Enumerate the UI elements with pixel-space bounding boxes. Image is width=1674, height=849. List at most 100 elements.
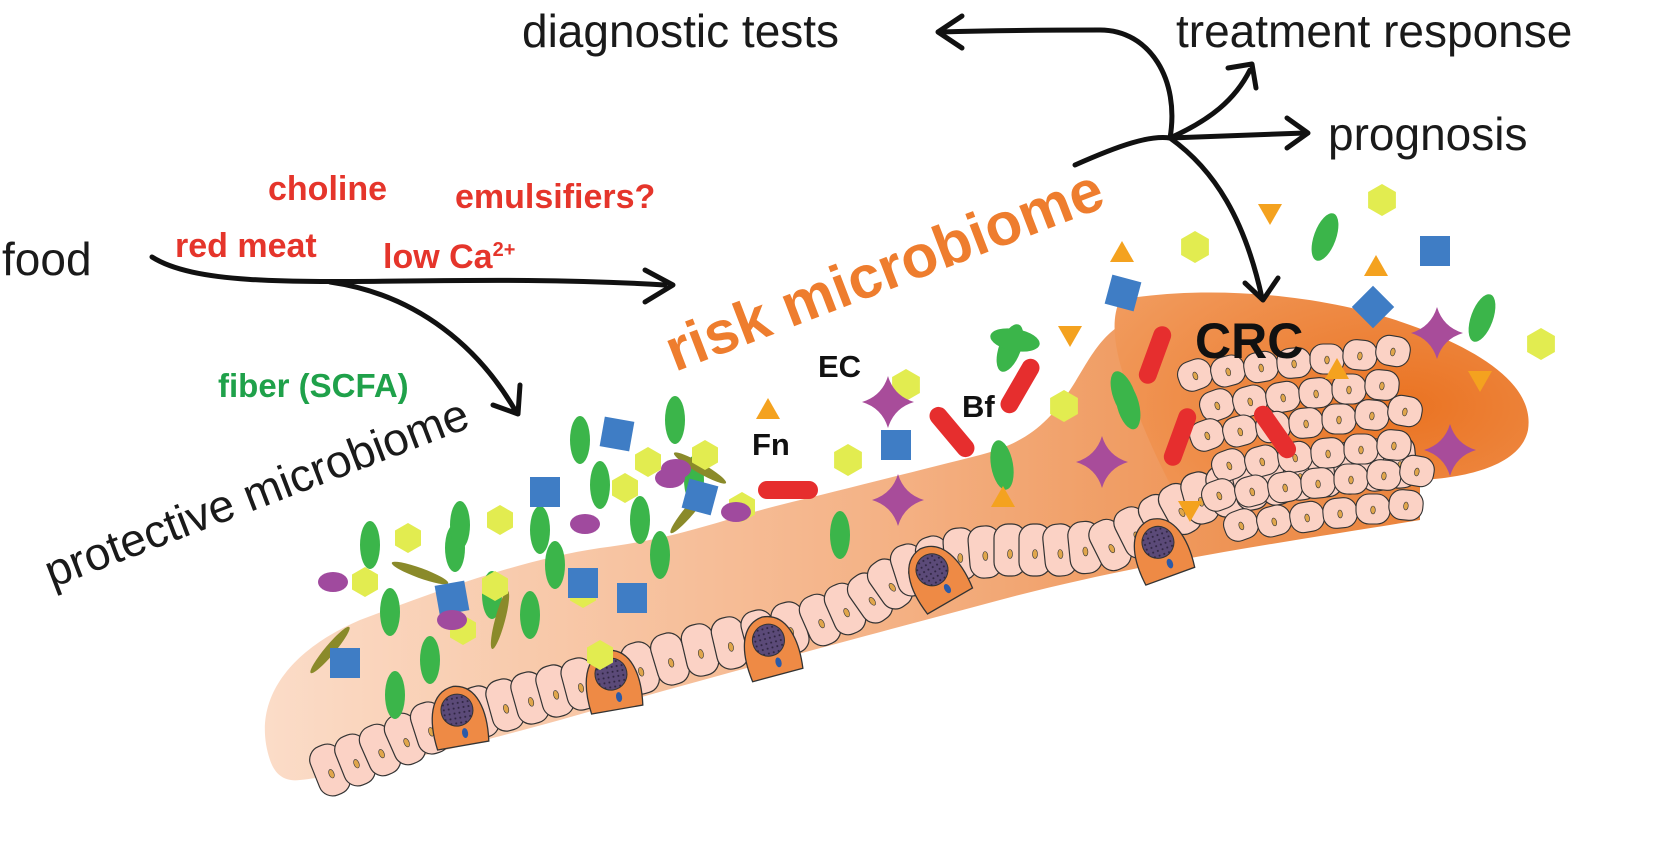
tumor-cell-nucleus (1336, 415, 1342, 425)
tumor-cell (1321, 403, 1357, 435)
tumor-cell (1288, 407, 1324, 439)
rod-bacterium (450, 501, 470, 549)
tumor-cell-nucleus (1237, 427, 1244, 437)
tumor-cell-nucleus (1282, 483, 1288, 493)
food-to-risk-arrow (149, 254, 668, 288)
ec-label: EC (818, 349, 861, 384)
triangle-metabolite (1110, 241, 1134, 262)
tumor-cell-nucleus (1258, 363, 1264, 373)
red-rod-bacterium (1253, 405, 1297, 459)
tumor-cell (1199, 388, 1235, 422)
tumor-cell-nucleus (1346, 385, 1352, 395)
red-meat-label: red meat (175, 227, 317, 265)
square-microbe (617, 583, 647, 613)
cell-nucleus (957, 553, 964, 563)
hub-to-crc-arrow (1167, 135, 1265, 301)
tumor-cell (1387, 394, 1423, 428)
hexagon-metabolite (1050, 390, 1078, 422)
hub-to-treatment-arrow (1167, 67, 1253, 141)
tumor-cell-nucleus (1249, 487, 1256, 497)
tumor-cell (1298, 377, 1334, 409)
red-rod-bacterium (758, 481, 818, 499)
tumor-cell-nucleus (1369, 411, 1375, 421)
rod-bacterium (520, 591, 540, 639)
rod-bacterium (1468, 294, 1496, 342)
rod-bacterium (630, 496, 650, 544)
tumor-cell (1267, 470, 1303, 504)
rod-bacterium (380, 588, 400, 636)
cell-nucleus (868, 597, 876, 606)
cell-nucleus (697, 649, 704, 659)
hub-to-diagnostic-arrow (937, 27, 1175, 141)
rod-bacterium (391, 561, 449, 585)
tumor-cell-nucleus (1280, 393, 1286, 403)
tumor-cell-nucleus (1225, 367, 1232, 377)
treatment-response-label: treatment response (1176, 5, 1572, 57)
hexagon-metabolite (834, 444, 862, 476)
cell-nucleus (378, 749, 385, 759)
tumor-cell (1343, 433, 1379, 465)
tumor-cell-nucleus (1402, 407, 1408, 417)
tumor-cell-nucleus (1390, 347, 1396, 357)
triangle-metabolite (1058, 326, 1082, 347)
rod-bacterium (673, 452, 727, 484)
hexagon-metabolite (892, 369, 920, 401)
hub-to-prognosis-arrow (1167, 130, 1308, 141)
low-calcium-superscript: 2+ (493, 239, 516, 261)
tumor-cell (1300, 467, 1336, 499)
tumor-cell-nucleus (1315, 479, 1321, 489)
hexagon-metabolite (1527, 328, 1555, 360)
tumor-cell (1342, 339, 1378, 371)
tumor-cell (1399, 454, 1435, 488)
cell-nucleus (888, 583, 896, 592)
tumor-cell-nucleus (1192, 371, 1199, 381)
tumor-cell-nucleus (1291, 359, 1297, 369)
rod-bacterium (530, 506, 550, 554)
cell-nucleus (843, 608, 850, 618)
cell-nucleus (727, 642, 734, 652)
prognosis-arrowhead (1284, 115, 1311, 151)
triangle-metabolite (1178, 501, 1202, 522)
goblet-cell (743, 615, 804, 683)
low-calcium-text: low Ca (383, 238, 494, 276)
rod-bacterium (665, 396, 685, 444)
cell-nucleus (1108, 544, 1116, 554)
tumor-cell (1289, 500, 1325, 534)
square-microbe (530, 477, 560, 507)
tumor-cell (1276, 347, 1312, 379)
treatment-arrowhead (1225, 61, 1259, 91)
goblet-nucleus (615, 692, 623, 702)
cell-nucleus (668, 658, 675, 668)
square-microbe (681, 478, 719, 516)
tumor-cell-nucleus (1403, 501, 1409, 511)
hexagon-metabolite (487, 505, 513, 535)
tumor-cell (1210, 354, 1246, 388)
oval-microbe (721, 502, 751, 522)
cell-nucleus (1032, 549, 1038, 559)
tumor-cell-nucleus (1348, 475, 1354, 485)
tumor-cell-nucleus (1357, 351, 1363, 361)
hexagon-metabolite (395, 523, 421, 553)
square-microbe (434, 580, 470, 616)
tumor-cell-nucleus (1391, 441, 1397, 451)
tumor-cell (1322, 497, 1358, 529)
fiber-label: fiber (SCFA) (218, 367, 409, 404)
cell-nucleus (818, 619, 825, 629)
star-microbe (862, 376, 914, 428)
prognosis-label: prognosis (1328, 108, 1527, 160)
rod-bacterium (490, 590, 510, 650)
bf-label: Bf (962, 389, 995, 424)
food-to-protective-arrowhead (490, 382, 523, 417)
rod-bacterium (990, 328, 1040, 352)
square-microbe (330, 648, 360, 678)
goblet-mucin-granule (751, 623, 785, 657)
risk-microbiome-label: risk microbiome (656, 155, 1113, 384)
tumor-cell (1388, 489, 1424, 521)
tumor-cell-nucleus (1259, 457, 1266, 467)
tumor-cell-nucleus (1313, 389, 1319, 399)
hexagon-metabolite (352, 567, 378, 597)
red-rod-bacterium (929, 406, 975, 458)
food-to-protective-arrow (327, 279, 518, 413)
tumor-cell (1366, 459, 1402, 491)
hexagon-metabolite (482, 571, 508, 601)
